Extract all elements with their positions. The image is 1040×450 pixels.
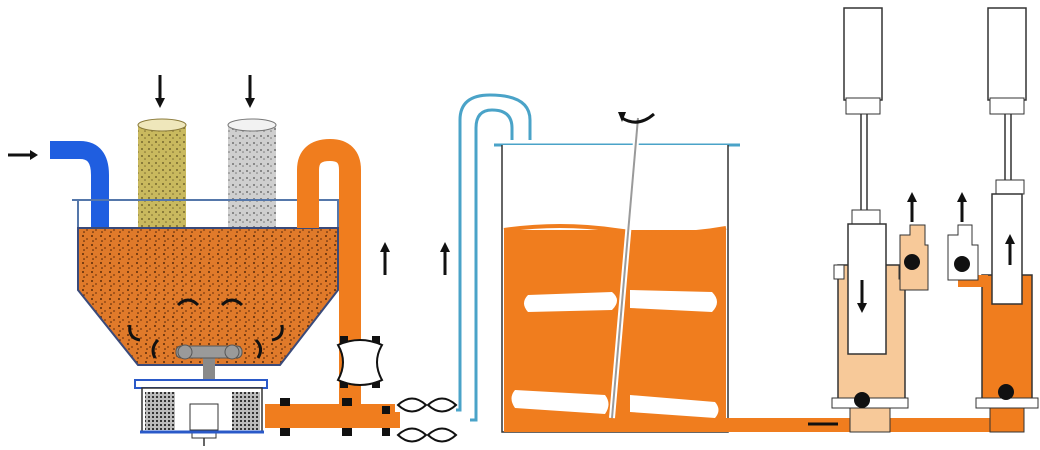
flow-arrow-up-1 — [380, 242, 390, 275]
pump1-down-arrow — [857, 303, 867, 313]
rotation-arcs — [128, 298, 284, 359]
agitator-rotation-icon — [621, 112, 655, 124]
pump2-up-arrow — [1005, 234, 1015, 244]
feed-arrow-grey — [245, 75, 255, 108]
agitated-tank — [494, 112, 740, 433]
feed-arrow-gold — [155, 75, 165, 108]
pump2-side-up-arrow — [957, 192, 967, 202]
orange-riser-pipe — [265, 139, 400, 436]
pump1-up-arrow — [907, 192, 917, 202]
blue-inlet-pipe — [50, 141, 109, 228]
mixing-hopper — [72, 199, 345, 446]
feed-column-grey — [227, 118, 277, 235]
flow-arrow-up-2 — [440, 242, 450, 275]
piston-pump-2 — [947, 7, 1039, 433]
feed-column-gold — [137, 118, 187, 235]
piston-pump-1 — [831, 7, 929, 433]
rotor-icon — [175, 344, 243, 385]
transfer-pipe — [456, 93, 532, 422]
coupling-valve-icon — [396, 397, 458, 443]
inlet-arrow-left — [8, 150, 38, 160]
pipe-flanges — [280, 336, 390, 436]
check-valve-icon — [336, 339, 384, 386]
